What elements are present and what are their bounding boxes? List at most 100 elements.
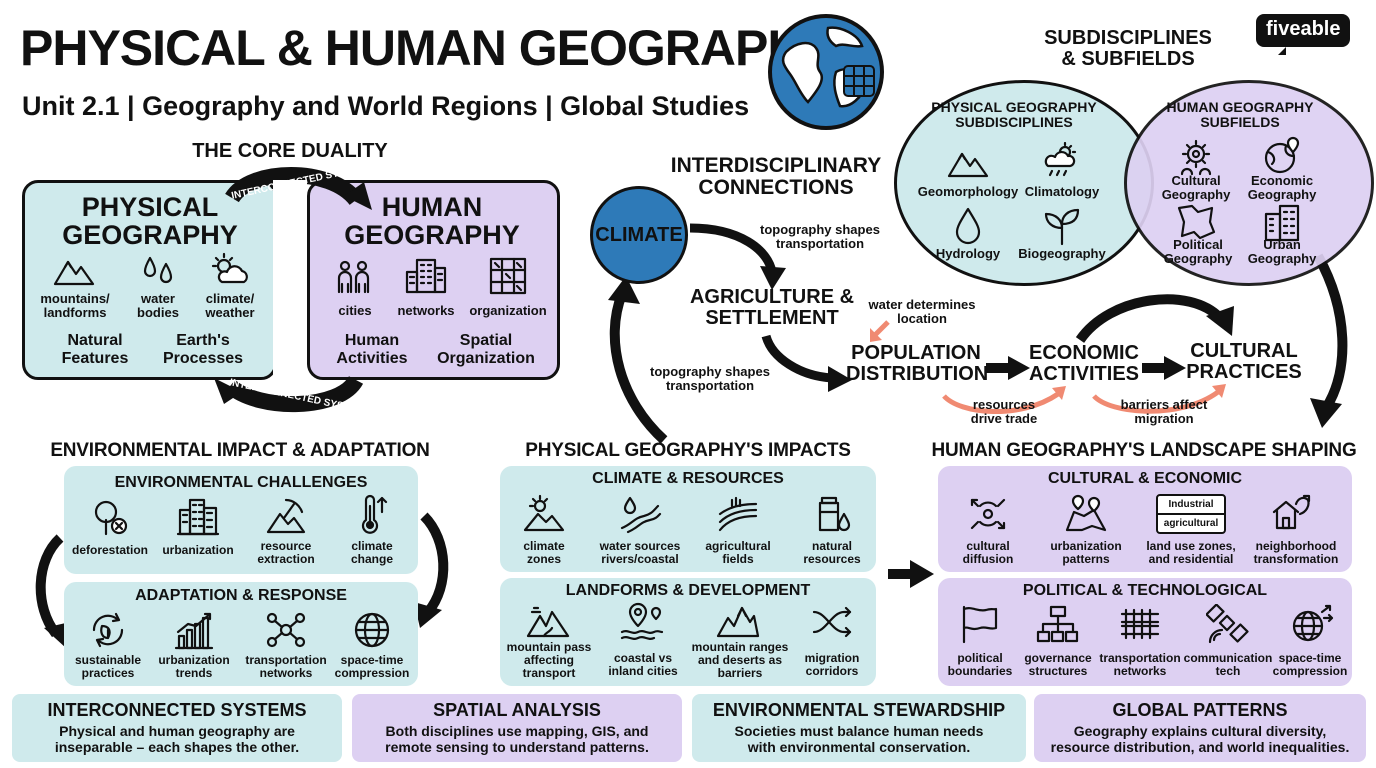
- footer-card-title: SPATIAL ANALYSIS: [433, 700, 601, 720]
- adaptation-label: sustainable practices: [74, 653, 142, 681]
- diffusion-icon: [966, 494, 1010, 534]
- gear-people-icon: [1174, 136, 1218, 176]
- page-subtitle: Unit 2.1 | Geography and World Regions |…: [22, 91, 750, 121]
- political-tech-panel: [938, 578, 1352, 686]
- cultural-item-label: land use zones, and residential: [1146, 539, 1236, 567]
- note-barriers: barriers affect migration: [1120, 397, 1208, 427]
- plant-icon: [1040, 206, 1084, 246]
- subfield-label: Economic Geography: [1247, 173, 1317, 203]
- brand-text: fiveable: [1266, 18, 1341, 40]
- subfield-label: Urban Geography: [1247, 237, 1317, 267]
- mountain-icon: [946, 142, 990, 182]
- globe-icon: [768, 14, 884, 130]
- human-landscape-title: HUMAN GEOGRAPHY'S LANDSCAPE SHAPING: [931, 440, 1357, 461]
- climate-item-label: natural resources: [803, 539, 861, 567]
- recycle-leaf-icon: [86, 610, 130, 650]
- physical-item-label: climate/ weather: [205, 291, 255, 321]
- note-topography-1: topography shapes transportation: [760, 222, 880, 252]
- globe-arrows-icon: [1290, 604, 1334, 644]
- adaptation-label: transportation networks: [245, 653, 327, 681]
- footer-card-global: GLOBAL PATTERNS Geography explains cultu…: [1034, 694, 1366, 762]
- footer-card-desc: Societies must balance human needs: [734, 723, 984, 739]
- cultural-item-label: neighborhood transformation: [1253, 539, 1339, 567]
- subdiscipline-label: Climatology: [1024, 184, 1100, 199]
- zones-icon: Industrial agricultural: [1156, 494, 1226, 534]
- climate-label: CLIMATE: [595, 223, 683, 246]
- river-icon: [618, 494, 662, 534]
- footer-card-interconnected: INTERCONNECTED SYSTEMS Physical and huma…: [12, 694, 342, 762]
- duality-title: THE CORE DUALITY: [192, 140, 388, 162]
- physical-item-label: water bodies: [137, 291, 179, 321]
- jar-drop-icon: [810, 494, 854, 534]
- footer-card-stewardship: ENVIRONMENTAL STEWARDSHIP Societies must…: [692, 694, 1026, 762]
- challenges-title: ENVIRONMENTAL CHALLENGES: [114, 474, 368, 491]
- footer-card-desc: inseparable – each shapes the other.: [54, 739, 300, 756]
- footer-card-desc: resource distribution, and world inequal…: [1050, 739, 1350, 756]
- subdiscipline-label: Biogeography: [1018, 246, 1106, 261]
- footer-card-spatial: SPATIAL ANALYSIS Both disciplines use ma…: [352, 694, 682, 762]
- subfield-label: Cultural Geography: [1161, 173, 1231, 203]
- brand-logo: fiveable: [1256, 14, 1351, 55]
- economic-activities: ECONOMIC ACTIVITIES: [1028, 342, 1139, 385]
- climate-resources-panel: [500, 466, 876, 572]
- footer-card-desc: remote sensing to understand patterns.: [385, 739, 649, 756]
- subdiscipline-label: Hydrology: [935, 246, 1001, 261]
- physical-footer-left: Natural Features: [61, 332, 129, 367]
- cloud-rain-icon: [1040, 142, 1084, 182]
- subfield-label: Political Geography: [1163, 237, 1233, 267]
- climate-circle: CLIMATE: [590, 186, 688, 284]
- page-title: PHYSICAL & HUMAN GEOGRAPHY: [20, 20, 836, 76]
- landform-item-label: mountain ranges and deserts as barriers: [691, 640, 789, 681]
- human-footer-right: Spatial Organization: [437, 332, 535, 367]
- agriculture-settlement: AGRICULTURE & SETTLEMENT: [689, 286, 855, 329]
- pin-coast-icon: [620, 602, 664, 642]
- human-geography-box: [307, 180, 560, 380]
- physical-impacts-title: PHYSICAL GEOGRAPHY'S IMPACTS: [525, 440, 851, 461]
- adaptation-panel: [64, 582, 418, 686]
- physical-subdisciplines-circle: [894, 80, 1154, 286]
- flow-arrows: [35, 223, 1348, 648]
- satellite-icon: [1206, 604, 1250, 644]
- cultural-practices: CULTURAL PRACTICES: [1186, 340, 1302, 383]
- subdiscipline-label: Geomorphology: [917, 184, 1019, 199]
- landform-item-label: migration corridors: [804, 651, 860, 679]
- human-item-label: networks: [397, 303, 455, 318]
- footer-card-desc: Both disciplines use mapping, GIS, and: [385, 723, 649, 739]
- globe-grid-icon: [350, 610, 394, 650]
- climate-item-label: agricultural fields: [705, 539, 771, 567]
- environmental-title: ENVIRONMENTAL IMPACT & ADAPTATION: [50, 440, 430, 461]
- landform-item-label: mountain pass affecting transport: [506, 640, 592, 681]
- footer-card-desc: Physical and human geography are: [59, 723, 295, 739]
- physical-item-label: mountains/ landforms: [40, 291, 110, 321]
- adaptation-title: ADAPTATION & RESPONSE: [135, 587, 347, 604]
- physical-geography-title: PHYSICAL GEOGRAPHY: [62, 192, 238, 251]
- map-pins-icon: [1064, 494, 1108, 534]
- network-icon: [264, 610, 308, 650]
- interdisciplinary-title: INTERDISCIPLINARY CONNECTIONS: [670, 154, 882, 200]
- subdisciplines-title: SUBDISCIPLINES & SUBFIELDS: [1044, 27, 1212, 70]
- mountain-pass-icon: [526, 602, 570, 642]
- globe-pin-icon: [1260, 136, 1304, 176]
- water-drop-icon: [946, 206, 990, 246]
- cultural-economic-title: CULTURAL & ECONOMIC: [1047, 470, 1243, 487]
- mountain-range-icon: [716, 602, 760, 642]
- political-item-label: political boundaries: [947, 651, 1013, 679]
- footer-card-title: GLOBAL PATTERNS: [1112, 700, 1288, 720]
- human-subfields-title: HUMAN GEOGRAPHY SUBFIELDS: [1166, 99, 1314, 131]
- human-item-label: cities: [338, 303, 372, 318]
- note-resources: resources drive trade: [970, 397, 1038, 427]
- climate-item-label: climate zones: [523, 539, 565, 567]
- thermometer-icon: [350, 494, 394, 534]
- footer-card-desc: with environmental conservation.: [747, 739, 971, 756]
- sun-mountain-icon: [522, 494, 566, 534]
- human-footer-left: Human Activities: [336, 332, 408, 367]
- human-subfields-circle: [1124, 80, 1374, 286]
- physical-footer-right: Earth's Processes: [162, 332, 244, 367]
- political-item-label: communication tech: [1183, 651, 1273, 679]
- physical-subdisciplines-title: PHYSICAL GEOGRAPHY SUBDISCIPLINES: [931, 99, 1097, 131]
- landforms-title: LANDFORMS & DEVELOPMENT: [565, 582, 811, 599]
- political-item-label: governance structures: [1024, 651, 1092, 679]
- cultural-item-label: cultural diffusion: [962, 539, 1014, 567]
- note-topography-2: topography shapes transportation: [650, 364, 770, 394]
- field-icon: [716, 494, 760, 534]
